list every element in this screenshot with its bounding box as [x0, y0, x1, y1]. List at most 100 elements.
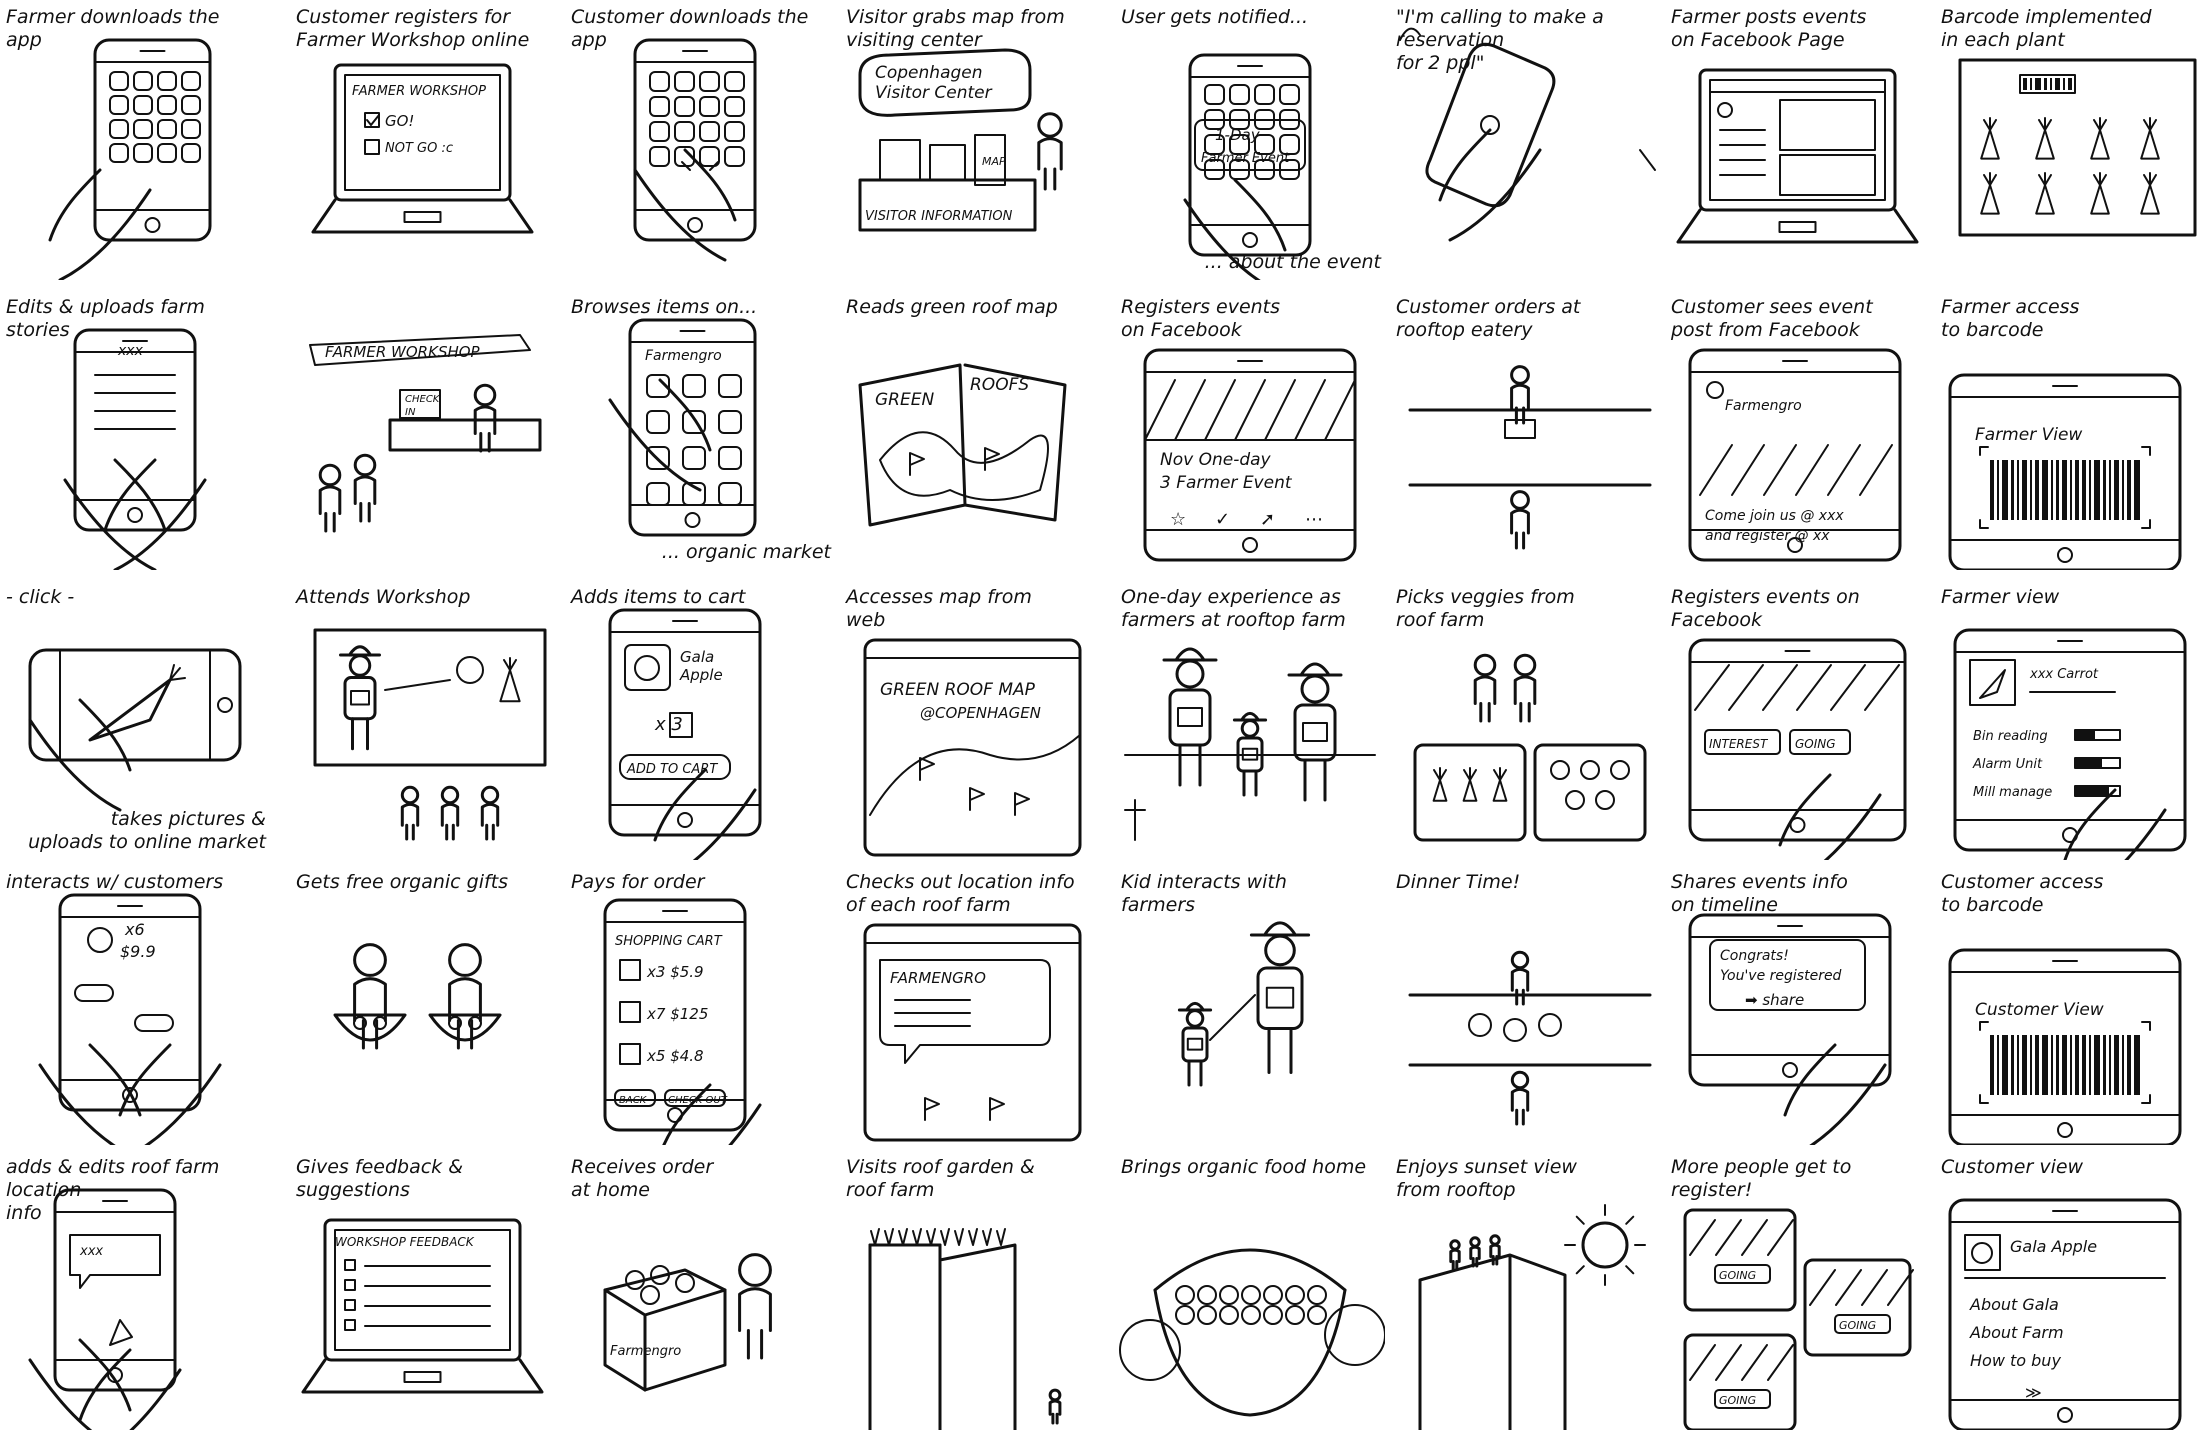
sketch-drawing: xxx [63, 328, 207, 570]
panel-caption: Brings organic food home [1121, 1156, 1367, 1178]
storyboard-panel: Dinner Time! [1390, 865, 1660, 1145]
sketch-label: VISITOR INFORMATION [865, 209, 1013, 224]
storyboard-panel: "I'm calling to make a reservation for 2… [1390, 0, 1660, 280]
sketch-label: Congrats! [1720, 948, 1789, 964]
sketch-drawing: xxx [28, 1188, 182, 1430]
storyboard-panel: - click -takes pictures & uploads to onl… [0, 580, 270, 860]
sketch-label: FARMER WORKSHOP [352, 84, 486, 99]
sketch-label: ⋯ [1305, 509, 1323, 530]
sketch-label: ☆ [1170, 509, 1186, 530]
sketch-label: ➡ share [1745, 991, 1804, 1009]
sketch-label: and register @ xx [1705, 528, 1830, 544]
panel-caption: Customer sees event post from Facebook [1671, 296, 1873, 341]
sketch-label: About Farm [1969, 1323, 2064, 1342]
sketch-label: x3 $5.9 [646, 963, 704, 981]
sketch-label: NOT GO :c [385, 141, 453, 156]
sketch-drawing: Congrats! You've registered ➡ share [1688, 913, 1892, 1145]
sketch-drawing [1413, 653, 1647, 842]
panel-caption: Registers events on Facebook [1671, 586, 1860, 631]
sketch-drawing [28, 648, 242, 812]
panel-caption: adds & edits roof farm location info [6, 1156, 220, 1224]
panel-caption: Farmer posts events on Facebook Page [1671, 6, 1867, 51]
panel-caption: Enjoys sunset view from rooftop [1396, 1156, 1577, 1201]
sketch-label: GOING [1839, 1319, 1876, 1332]
panel-caption: Reads green roof map [846, 296, 1058, 318]
sketch-drawing [1408, 365, 1652, 550]
panel-caption: Kid interacts with farmers [1121, 871, 1287, 916]
sketch-label: SHOPPING CART [615, 934, 723, 949]
sketch-drawing [1676, 68, 1919, 244]
storyboard-panel: Picks veggies from roof farm [1390, 580, 1660, 860]
panel-caption: Visitor grabs map from visiting center [846, 6, 1065, 51]
sketch-drawing [633, 38, 757, 262]
sketch-label: BACK [619, 1095, 648, 1106]
panel-caption-bottom: ... about the event [1204, 251, 1381, 273]
sketch-label: x6 [124, 920, 145, 939]
sketch-label: x 3 [654, 714, 683, 735]
panel-caption: One-day experience as farmers at rooftop… [1121, 586, 1346, 631]
sketch-label: INTEREST [1709, 737, 1769, 751]
panel-caption: Barcode implemented in each plant [1941, 6, 2152, 51]
panel-caption: Customer view [1941, 1156, 2084, 1178]
panel-caption: Customer registers for Farmer Workshop o… [296, 6, 530, 51]
sketch-label: Farmengro [645, 348, 722, 364]
panel-caption: Browses items on... [571, 296, 758, 318]
sketch-label: Mill manage [1973, 785, 2052, 800]
sketch-label: How to buy [1970, 1351, 2061, 1370]
sketch-label: GOING [1795, 737, 1836, 751]
panel-caption-bottom: takes pictures & uploads to online marke… [28, 808, 266, 853]
sketch-drawing [1418, 1204, 1646, 1430]
sketch-label: Farmer Event [1201, 151, 1290, 166]
storyboard-panel: Enjoys sunset view from rooftop [1390, 1150, 1660, 1430]
panel-caption: Gets free organic gifts [296, 871, 509, 893]
sketch-label: $9.9 [120, 942, 156, 961]
panel-caption: Farmer downloads the app [6, 6, 220, 51]
sketch-label: xxx [79, 1244, 103, 1259]
sketch-label: Apple [679, 666, 723, 684]
sketch-label: GREEN ROOF MAP [880, 680, 1036, 700]
sketch-label: ROOFS [970, 375, 1029, 395]
panel-caption: Gives feedback & suggestions [296, 1156, 464, 1201]
sketch-drawing [1119, 1248, 1385, 1417]
sketch-drawing [868, 1228, 1062, 1430]
sketch-drawing: Farmer View [1948, 373, 2182, 570]
sketch-label: 1-Day [1215, 126, 1261, 144]
sketch-drawing [1124, 647, 1376, 841]
sketch-label: @COPENHAGEN [920, 704, 1041, 722]
sketch-label: Customer View [1975, 1000, 2104, 1020]
sketch-drawing [1399, 27, 1656, 242]
panel-caption: Checks out location info of each roof fa… [846, 871, 1075, 916]
storyboard-panel: Kid interacts with farmers [1115, 865, 1385, 1145]
sketch-drawing: x6 $9.9 [38, 893, 222, 1145]
storyboard-panel: xxx adds & edits roof farm location info [0, 1150, 270, 1430]
sketch-label: You've registered [1720, 968, 1842, 984]
panel-caption: Accesses map from web [846, 586, 1032, 631]
sketch-label: x7 $125 [646, 1005, 708, 1023]
panel-caption: Registers events on Facebook [1121, 296, 1281, 341]
sketch-drawing: Customer View [1948, 948, 2182, 1145]
sketch-label: Gala [680, 648, 714, 666]
storyboard-panel: Customer orders at rooftop eatery [1390, 290, 1660, 570]
sketch-label: Alarm Unit [1972, 757, 2043, 772]
storyboard-panel: Barcode implemented in each plant [1935, 0, 2205, 280]
panel-caption: Picks veggies from roof farm [1396, 586, 1575, 631]
